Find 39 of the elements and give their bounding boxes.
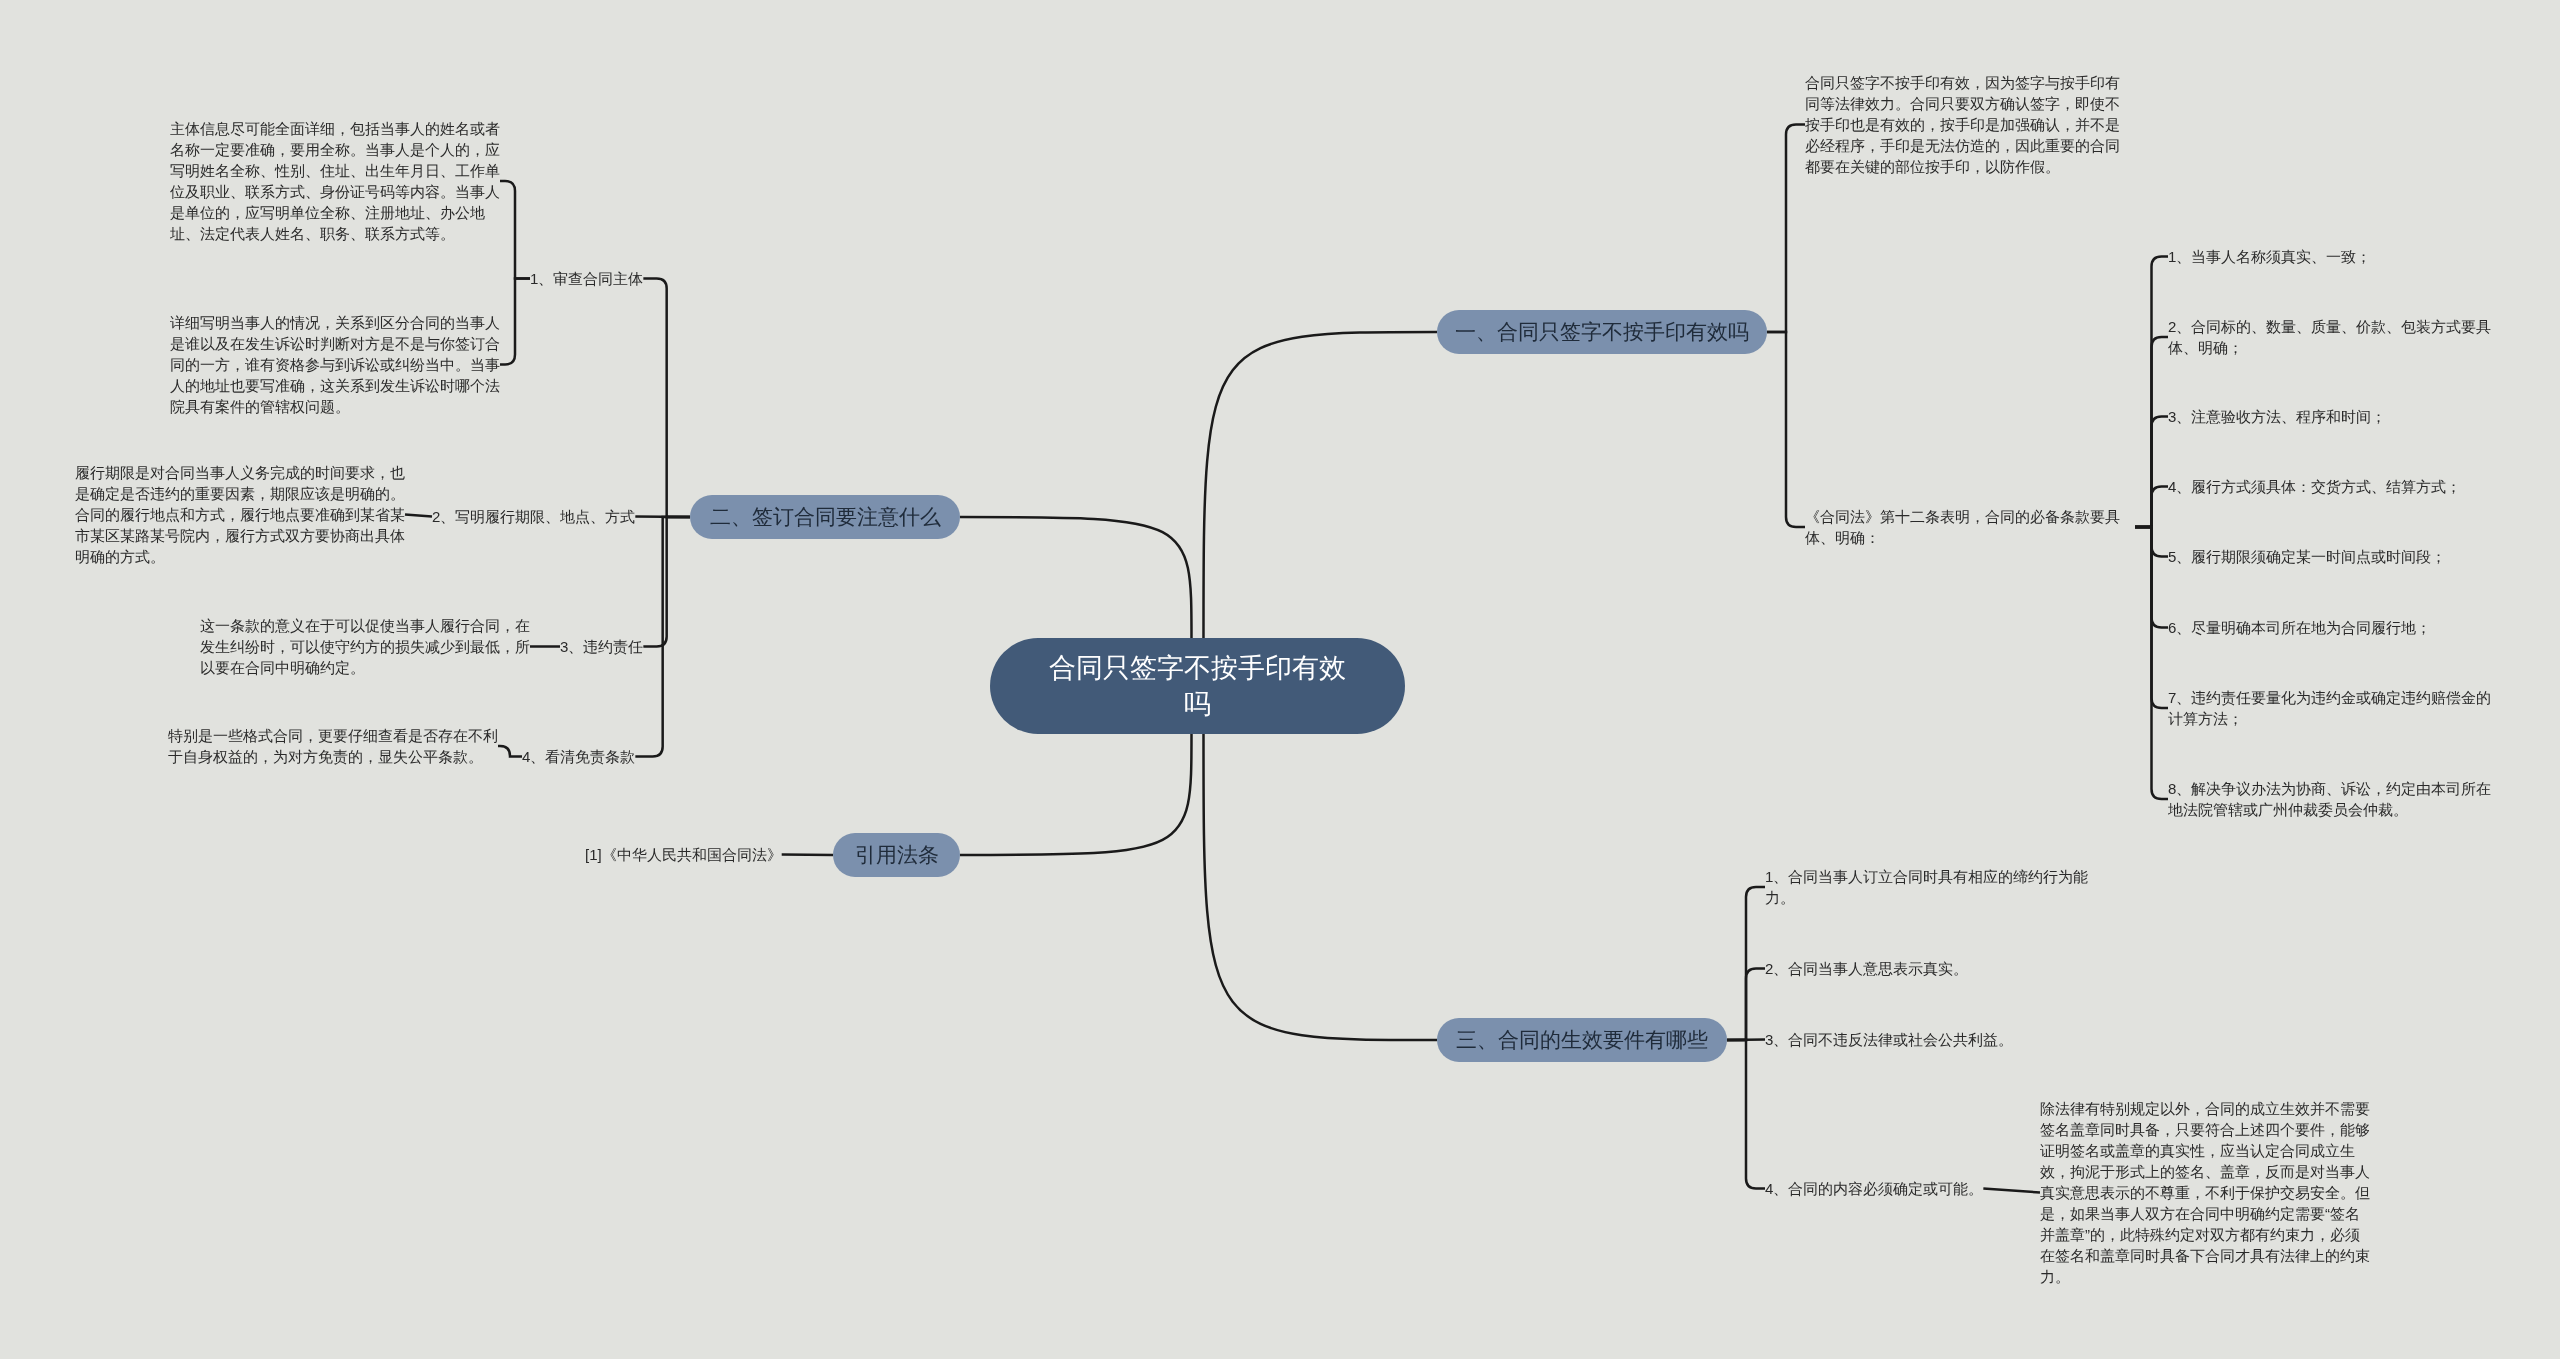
note-text: 《合同法》第十二条表明，合同的必备条款要具体、明确： bbox=[1805, 506, 2135, 548]
note-text: 除法律有特别规定以外，合同的成立生效并不需要签名盖章同时具备，只要符合上述四个要件，能够证明签名或盖章的真实性，应当认定合同成立生效，拘泥于形式上的签名、盖章，反而是对当事人真实意思表示的不尊重，不利于保护交易安全。但是，如果当事人双方在合同中明确约定需要“签名并盖章”的，此特殊约定对双方都有约束力，必须在签名和盖章同时具备下合同才具有法律上的约束力。 bbox=[2040, 1098, 2370, 1287]
topic-pill: 二、签订合同要注意什么 bbox=[690, 495, 960, 539]
topic-pill: 引用法条 bbox=[833, 833, 960, 877]
subtopic-text: 3、合同不违反法律或社会公共利益。 bbox=[1765, 1029, 2095, 1050]
connector-line bbox=[404, 513, 433, 518]
subtopic-text: 1、合同当事人订立合同时具有相应的缔约行为能力。 bbox=[1765, 866, 2095, 908]
note-text: 主体信息尽可能全面详细，包括当事人的姓名或者名称一定要准确，要用全称。当事人是个人的，应写明姓名全称、性别、住址、出生年月日、工作单位及职业、联系方式、身份证号码等内容。当事人是单位的，应写明单位全称、注册地址、办公地址、法定代表人姓名、职务、联系方式等。 bbox=[170, 118, 500, 244]
subtopic-text: 4、履行方式须具体：交货方式、结算方式； bbox=[2168, 476, 2498, 497]
subtopic-text: 3、违约责任 bbox=[560, 636, 644, 657]
note-text: 详细写明当事人的情况，关系到区分合同的当事人是谁以及在发生诉讼时判断对方是不是与你签订合同的一方，谁有资格参与到诉讼或纠纷当中。当事人的地址也要写准确，这关系到发生诉讼时哪个法院具有案件的管辖权问题。 bbox=[170, 312, 500, 417]
subtopic-text: 2、合同当事人意思表示真实。 bbox=[1765, 958, 2095, 979]
connector-line bbox=[1983, 1187, 2041, 1194]
note-text: 这一条款的意义在于可以促使当事人履行合同，在发生纠纷时，可以使守约方的损失减少到最低，所以要在合同中明确约定。 bbox=[200, 615, 530, 678]
topic-pill: 三、合同的生效要件有哪些 bbox=[1437, 1018, 1727, 1062]
subtopic-text: 4、看清免责条款 bbox=[522, 746, 636, 767]
connector-line bbox=[1202, 734, 1437, 1042]
subtopic-text: 1、审查合同主体 bbox=[530, 268, 644, 289]
topic-pill: 一、合同只签字不按手印有效吗 bbox=[1437, 310, 1767, 354]
subtopic-text: 2、写明履行期限、地点、方式 bbox=[432, 506, 636, 527]
subtopic-text: 8、解决争议办法为协商、诉讼，约定由本司所在地法院管辖或广州仲裁委员会仲裁。 bbox=[2168, 778, 2498, 820]
connector-line bbox=[530, 645, 560, 648]
subtopic-text: 6、尽量明确本司所在地为合同履行地； bbox=[2168, 617, 2498, 638]
subtopic-text: 7、违约责任要量化为违约金或确定违约赔偿金的计算方法； bbox=[2168, 687, 2498, 729]
subtopic-text: 1、当事人名称须真实、一致； bbox=[2168, 246, 2498, 267]
note-text: 特别是一些格式合同，更要仔细查看是否存在不利于自身权益的，为对方免责的，显失公平条款。 bbox=[168, 725, 498, 767]
subtopic-text: 2、合同标的、数量、质量、价款、包装方式要具体、明确； bbox=[2168, 316, 2498, 358]
note-text: 履行期限是对合同当事人义务完成的时间要求，也是确定是否违约的重要因素，期限应该是明确的。合同的履行地点和方式，履行地点要准确到某省某市某区某路某号院内，履行方式双方要协商出具体明确的方式。 bbox=[75, 462, 405, 567]
connector-line bbox=[960, 734, 1193, 857]
subtopic-text: 4、合同的内容必须确定或可能。 bbox=[1765, 1178, 1984, 1199]
subtopic-text: [1]《中华人民共和国合同法》 bbox=[585, 844, 782, 865]
connector-line bbox=[1202, 330, 1437, 638]
note-text: 合同只签字不按手印有效，因为签字与按手印有同等法律效力。合同只要双方确认签字，即使不按手印也是有效的，按手印是加强确认，并不是必经程序，手印是无法仿造的，因此重要的合同都要在关键的部位按手印，以防作假。 bbox=[1805, 72, 2130, 177]
central-topic: 合同只签字不按手印有效吗 bbox=[990, 638, 1405, 734]
subtopic-text: 5、履行期限须确定某一时间点或时间段； bbox=[2168, 546, 2498, 567]
connector-line bbox=[498, 744, 522, 758]
connector-line bbox=[781, 853, 833, 857]
connector-line bbox=[960, 515, 1193, 638]
subtopic-text: 3、注意验收方法、程序和时间； bbox=[2168, 406, 2498, 427]
